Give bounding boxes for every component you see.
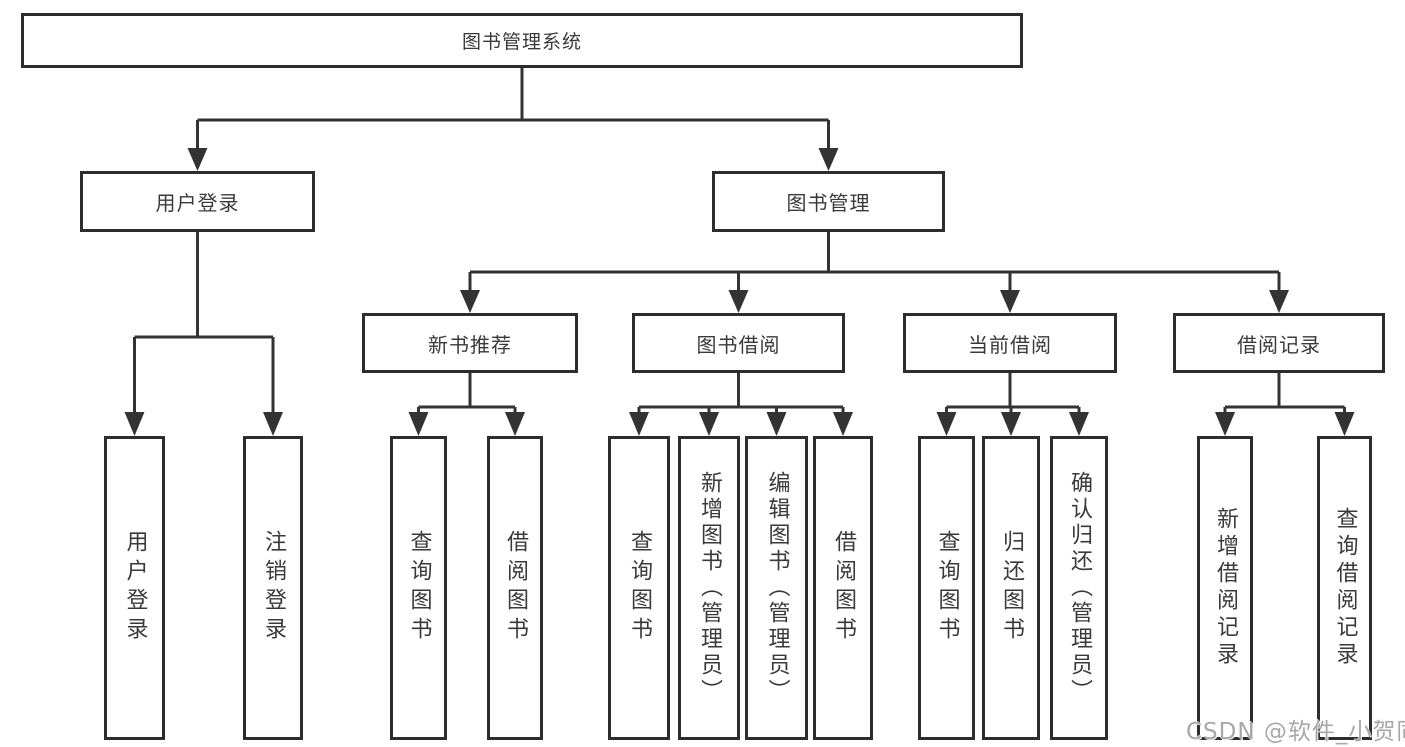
arrowhead-new-books [460, 290, 480, 313]
arrowhead-cb-confirm [1069, 412, 1089, 436]
leaf-borrowing-query: 查询图书 [608, 436, 670, 740]
connector-new-books-branch [417, 373, 517, 414]
node-new-book-recommend-label: 新书推荐 [428, 332, 512, 357]
leaf-borrowing-add-admin-label: 新增图书（管理员） [697, 471, 722, 705]
leaf-newbooks-query-label: 查询图书 [406, 530, 432, 646]
leaf-records-query: 查询借阅记录 [1317, 436, 1372, 740]
leaf-user-login-label: 用户登录 [122, 530, 148, 646]
leaf-records-add-label: 新增借阅记录 [1213, 507, 1238, 669]
node-book-management: 图书管理 [712, 171, 945, 232]
connector-book-mgmt-branch [468, 232, 1281, 292]
leaf-user-login: 用户登录 [104, 436, 165, 740]
arrowhead-cb-return [1001, 412, 1021, 436]
arrowhead-cb-query [936, 412, 957, 436]
node-current-borrowing: 当前借阅 [903, 313, 1117, 373]
node-current-borrowing-label: 当前借阅 [968, 332, 1052, 357]
node-book-management-label: 图书管理 [786, 191, 871, 215]
leaf-records-query-label: 查询借阅记录 [1332, 507, 1358, 669]
arrowhead-book-borrow [728, 290, 749, 313]
node-new-book-recommend: 新书推荐 [362, 313, 578, 373]
leaf-borrowing-edit-admin-label: 编辑图书（管理员） [764, 471, 790, 705]
arrowhead-nb-borrow [505, 412, 525, 436]
leaf-logout: 注销登录 [243, 436, 303, 740]
node-borrow-records-label: 借阅记录 [1237, 332, 1321, 357]
connector-root-stem [196, 68, 830, 150]
arrowhead-bb-add [699, 412, 719, 436]
arrowhead-bb-borrow [833, 412, 853, 436]
connector-borrow-records-branch [1223, 373, 1346, 414]
leaf-current-confirm-admin-label: 确认归还（管理员） [1067, 471, 1092, 705]
leaf-borrowing-borrow-label: 借阅图书 [831, 530, 856, 646]
arrowhead-nb-query [408, 412, 429, 436]
leaf-logout-label: 注销登录 [261, 530, 286, 646]
leaf-current-return: 归还图书 [982, 436, 1040, 740]
leaf-records-add: 新增借阅记录 [1197, 436, 1253, 740]
arrowhead-borrow-records [1269, 290, 1289, 313]
arrowhead-br-query [1334, 412, 1355, 436]
leaf-current-confirm-admin: 确认归还（管理员） [1050, 436, 1108, 740]
leaf-current-query: 查询图书 [918, 436, 975, 740]
node-user-login: 用户登录 [80, 171, 315, 232]
arrowhead-leaf-logout [263, 412, 283, 436]
leaf-newbooks-borrow: 借阅图书 [487, 436, 543, 740]
node-book-borrowing: 图书借阅 [632, 313, 845, 373]
arrowhead-book-mgmt [818, 148, 839, 171]
arrowhead-bb-query [629, 412, 649, 436]
connector-user-login-branch [133, 232, 275, 414]
connector-book-borrow-branch [637, 373, 845, 414]
arrowhead-leaf-user-login [124, 412, 145, 436]
leaf-borrowing-borrow: 借阅图书 [813, 436, 873, 740]
leaf-borrowing-add-admin: 新增图书（管理员） [678, 436, 740, 740]
leaf-borrowing-query-label: 查询图书 [627, 530, 652, 646]
arrowhead-bb-edit [766, 412, 787, 436]
node-borrow-records: 借阅记录 [1173, 313, 1385, 373]
leaf-newbooks-query: 查询图书 [390, 436, 447, 740]
arrowhead-user-login [187, 148, 208, 171]
node-book-borrowing-label: 图书借阅 [696, 332, 781, 357]
leaf-current-query-label: 查询图书 [934, 530, 960, 646]
leaf-current-return-label: 归还图书 [999, 530, 1024, 646]
arrowhead-br-add [1215, 412, 1235, 436]
node-user-login-label: 用户登录 [155, 191, 240, 215]
connector-current-borrow-branch [945, 373, 1081, 414]
leaf-newbooks-borrow-label: 借阅图书 [503, 530, 528, 646]
arrowhead-current-borrow [1000, 290, 1020, 313]
leaf-borrowing-edit-admin: 编辑图书（管理员） [745, 436, 808, 740]
node-root-label: 图书管理系统 [461, 31, 582, 53]
node-root-system: 图书管理系统 [21, 13, 1023, 68]
csdn-watermark: CSDN @软件_小贺同学 [1186, 719, 1405, 745]
